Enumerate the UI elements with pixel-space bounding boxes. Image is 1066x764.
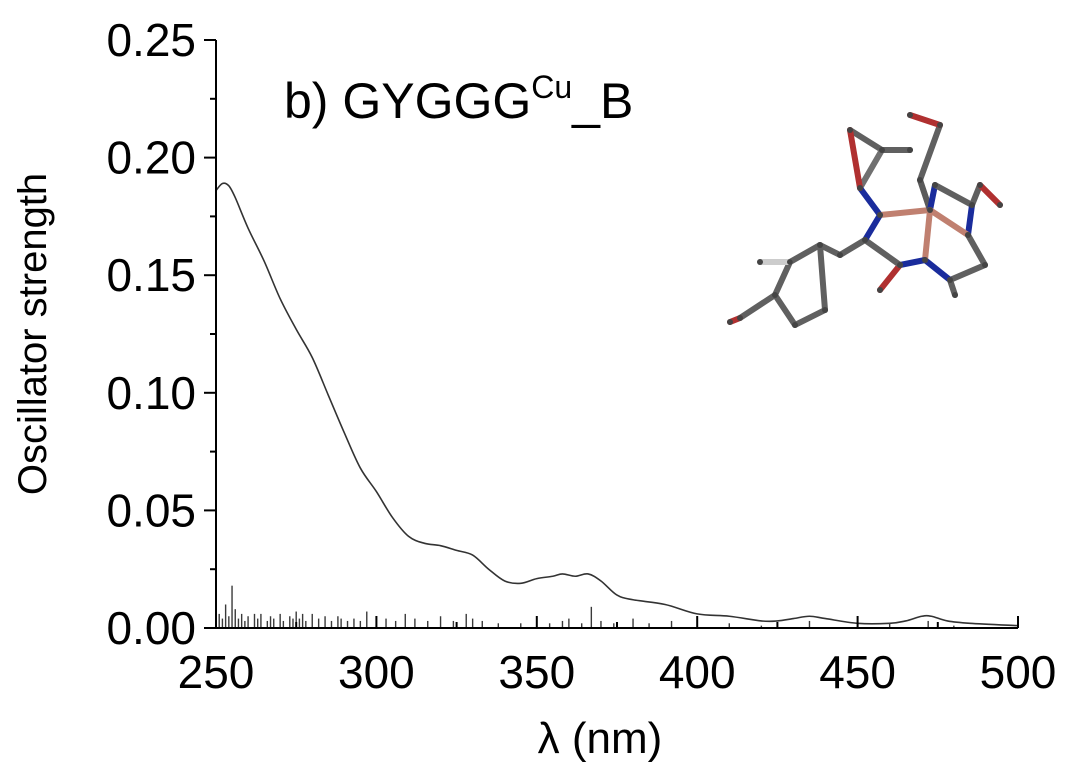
x-tick-label: 400 bbox=[659, 646, 736, 698]
molecule-atom bbox=[927, 207, 933, 213]
molecule-bond bbox=[977, 182, 1003, 208]
molecule-atom bbox=[877, 287, 883, 293]
molecule-bond bbox=[847, 127, 885, 153]
molecule-bond bbox=[917, 122, 943, 183]
molecule-bond bbox=[737, 292, 778, 321]
y-tick-label: 0.15 bbox=[106, 249, 196, 301]
molecule-bond bbox=[927, 207, 971, 238]
molecule-bond bbox=[897, 257, 928, 268]
molecule-atom bbox=[862, 237, 868, 243]
molecule-bond bbox=[772, 259, 793, 298]
molecule-atom bbox=[952, 292, 958, 298]
molecule-atom bbox=[822, 307, 828, 313]
x-tick-label: 250 bbox=[178, 646, 255, 698]
molecule-bond bbox=[817, 242, 843, 258]
molecule-structure-image bbox=[727, 112, 1003, 328]
x-tick-label: 350 bbox=[498, 646, 575, 698]
molecule-atom bbox=[772, 292, 778, 298]
molecule-bond bbox=[787, 242, 823, 265]
molecule-bond bbox=[877, 207, 933, 218]
molecule-atom bbox=[879, 147, 885, 153]
plot-area bbox=[215, 182, 1019, 628]
molecule-atom bbox=[922, 257, 928, 263]
molecule-atom bbox=[982, 262, 988, 268]
molecule-bond bbox=[965, 202, 975, 238]
molecule-bond bbox=[772, 292, 798, 328]
y-axis-title: Oscillator strength bbox=[11, 173, 55, 495]
molecule-atom bbox=[907, 112, 913, 118]
molecule-bond bbox=[932, 182, 975, 208]
molecule-atom bbox=[937, 122, 943, 128]
molecule-bond bbox=[862, 237, 903, 268]
panel-label-superscript: Cu bbox=[531, 69, 572, 105]
molecule-bond bbox=[965, 232, 988, 268]
molecule-bond bbox=[792, 307, 828, 328]
molecule-bond bbox=[847, 127, 863, 191]
molecule-atom bbox=[787, 259, 793, 265]
panel-label-suffix: _B bbox=[571, 73, 633, 129]
molecule-atom bbox=[792, 322, 798, 328]
molecule-bond bbox=[922, 257, 953, 283]
molecule-atom bbox=[932, 182, 938, 188]
panel-label: b) GYGGGCu_B bbox=[284, 69, 633, 129]
molecule-bond bbox=[969, 182, 983, 208]
molecule-atom bbox=[965, 232, 971, 238]
molecule-bond bbox=[947, 262, 988, 283]
molecule-atom bbox=[727, 319, 733, 325]
labels: 250 300 350 400 450 500 0.00 0.05 0.10 0.15 0.20 0.… bbox=[106, 14, 1056, 698]
molecule-atom bbox=[969, 202, 975, 208]
x-axis-title: λ (nm) bbox=[538, 714, 663, 763]
molecule-atom bbox=[997, 202, 1003, 208]
y-tick-label: 0.20 bbox=[106, 132, 196, 184]
molecule-atom bbox=[907, 147, 913, 153]
ticks bbox=[204, 39, 1019, 629]
molecule-bond bbox=[857, 185, 883, 218]
y-tick-label: 0.00 bbox=[106, 602, 196, 654]
molecule-atom bbox=[857, 185, 863, 191]
molecule-bond bbox=[877, 262, 903, 293]
molecule-bond bbox=[857, 147, 885, 191]
panel-label-main: b) GYGGG bbox=[284, 73, 531, 129]
molecule-atom bbox=[847, 127, 853, 133]
molecule-bond bbox=[927, 182, 938, 213]
molecule-bond bbox=[922, 207, 933, 263]
stick-series bbox=[218, 585, 955, 628]
molecule-atom bbox=[947, 277, 953, 283]
molecule-bond bbox=[907, 112, 943, 128]
x-tick-label: 300 bbox=[338, 646, 415, 698]
y-tick-label: 0.25 bbox=[106, 14, 196, 66]
x-tick-label: 500 bbox=[980, 646, 1057, 698]
y-tick-label: 0.10 bbox=[106, 367, 196, 419]
molecule-atom bbox=[917, 177, 923, 183]
molecule-atom bbox=[837, 252, 843, 258]
molecule-atom bbox=[877, 212, 883, 218]
molecule-bond bbox=[817, 242, 828, 313]
molecule-bond bbox=[862, 212, 883, 243]
molecule-atom bbox=[897, 262, 903, 268]
molecule-atom bbox=[977, 182, 983, 188]
spectrum-line bbox=[215, 182, 1019, 627]
x-tick-label: 450 bbox=[819, 646, 896, 698]
y-tick-label: 0.05 bbox=[106, 484, 196, 536]
molecule-atom bbox=[757, 259, 763, 265]
molecule-bond bbox=[837, 237, 868, 258]
molecule-atom bbox=[817, 242, 823, 248]
molecule-atom bbox=[737, 315, 743, 321]
